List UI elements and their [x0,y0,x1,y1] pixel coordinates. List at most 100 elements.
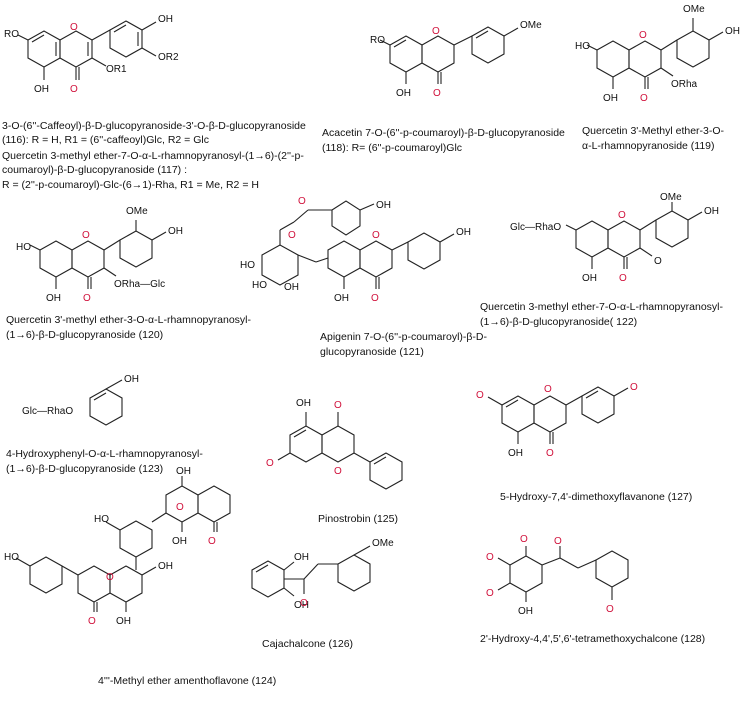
label-ring-o: O [334,466,342,477]
label-ring-o: O [176,502,184,513]
structure-120: HO O O OH OMe OH ORha—Glc [16,206,183,304]
caption-123: 4-Hydroxyphenyl-O-α-L-rhamnopyranosyl- [6,448,203,460]
label-carbonyl-o: O [554,536,562,547]
structure-127: O O OH O O [476,382,638,459]
label-ester-o: O [288,230,296,241]
label-oh: OH [334,293,349,304]
caption-125: Pinostrobin (125) [318,513,398,525]
structure-126: OH OH O OMe [251,538,394,611]
caption-119b: α-L-rhamnopyranoside (119) [582,140,715,152]
label-ho: HO [252,280,267,291]
label-oh: OH [704,206,719,217]
label-carbonyl-o: O [619,273,627,284]
structure-119: HO O O OH OMe OH ORha [575,4,740,104]
label-oh: OH [376,200,391,211]
label-carbonyl-o: O [371,293,379,304]
label-oh: OH [396,88,411,99]
label-ome: OMe [372,538,394,549]
label-ho: HO [4,552,19,563]
label-orha: ORha [671,79,698,90]
label-oh: OH [158,14,173,25]
caption-118: Acacetin 7-O-(6''-p-coumaroyl)-β-D-gluco… [322,127,565,139]
label-oh: OH [172,536,187,547]
structure-125: OH O O O [266,398,403,490]
caption-123b: (1→6)-β-D-glucopyranoside (123) [6,463,164,475]
structure-118: RO O O OH OMe [370,20,542,99]
caption-116: 3-O-(6''-Caffeoyl)-β-D-glucopyranoside-3… [2,120,306,132]
label-oh: OH [168,226,183,237]
label-ring-o: O [544,384,552,395]
label-oh: OH [508,448,523,459]
label-carbonyl-o: O [546,448,554,459]
label-orha-glc: ORha—Glc [114,279,165,290]
label-ring-o: O [106,572,114,583]
label-oh: OH [46,293,61,304]
label-carbonyl-o: O [88,616,96,627]
structure-116-117: RO O O OH OH OR2 OR1 [4,14,179,95]
label-ro: RO [4,29,19,40]
caption-121: Apigenin 7-O-(6''-p-coumaroyl)-β-D- [320,331,488,343]
label-ome: OMe [660,192,682,203]
label-oh: OH [296,398,311,409]
label-o: O [476,390,484,401]
caption-116b: (116): R = H, R1 = (6''-caffeoyl)Glc, R2… [2,134,209,146]
label-oh: OH [124,374,139,385]
structure-123: Glc—RhaO OH [22,374,139,426]
label-ring-o: O [372,230,380,241]
label-ro: RO [370,35,385,46]
label-oh: OH [34,84,49,95]
label-ho: HO [240,260,255,271]
caption-117c: R = (2''-p-coumaroyl)-Glc-(6→1)-Rha, R1 … [2,179,259,191]
label-ho: HO [575,41,590,52]
label-ring-o: O [618,210,626,221]
caption-118b: (118): R= (6''-p-coumaroyl)Glc [322,142,463,154]
label-carbonyl-o: O [334,400,342,411]
label-carbonyl-o: O [70,84,78,95]
label-ome: OMe [126,206,148,217]
label-glc-rha: Glc—RhaO [22,406,73,417]
caption-124: 4'''-Methyl ether amenthoflavone (124) [98,675,277,687]
caption-120b: (1→6)-β-D-glucopyranoside (120) [6,329,164,341]
label-oh: OH [725,26,740,37]
label-carbonyl-o: O [433,88,441,99]
label-oh: OH [176,466,191,477]
label-ring-o: O [82,230,90,241]
caption-122: Quercetin 3-methyl ether-7-O-α-L-rhamnop… [480,301,723,313]
label-carbonyl-o: O [640,93,648,104]
label-oh: OH [603,93,618,104]
label-o: O [654,256,662,267]
label-o: O [486,552,494,563]
label-carbonyl-o: O [208,536,216,547]
caption-117: Quercetin 3-methyl ether-7-O-α-L-rhamnop… [2,150,304,162]
label-o: O [606,604,614,615]
structure-121: HO HO OH O O OH O O OH OH [240,196,471,304]
caption-126: Cajachalcone (126) [262,638,354,650]
caption-122b: (1→6)-β-D-glucopyranoside( 122) [480,316,638,328]
label-oh: OH [116,616,131,627]
structure-124: OH O OH O HO OH OH O HO O [4,466,231,627]
label-o: O [630,382,638,393]
structure-128: O O O O OH O [486,534,629,617]
label-ome: OMe [683,4,705,15]
label-oh: OH [518,606,533,617]
label-oh: OH [294,552,309,563]
label-ring-o: O [639,30,647,41]
label-oh: OH [456,227,471,238]
label-o: O [486,588,494,599]
label-oh: OH [582,273,597,284]
label-ome: OMe [520,20,542,31]
label-oh: OH [158,561,173,572]
caption-128: 2'-Hydroxy-4,4',5',6'-tetramethoxychalco… [480,633,706,645]
label-carbonyl-o: O [83,293,91,304]
label-glc-rha: Glc—RhaO [510,222,561,233]
label-or1: OR1 [106,64,127,75]
caption-119: Quercetin 3'-Methyl ether-3-O- [582,125,725,137]
caption-121b: glucopyranoside (121) [320,346,424,358]
label-o: O [266,458,274,469]
caption-127: 5-Hydroxy-7,4'-dimethoxyflavanone (127) [500,491,693,503]
caption-120: Quercetin 3'-methyl ether-3-O-α-L-rhamno… [6,314,251,326]
structure-122: Glc—RhaO O O OH OMe OH O [510,192,719,284]
label-or2: OR2 [158,52,179,63]
label-carbonyl-o: O [300,598,308,609]
